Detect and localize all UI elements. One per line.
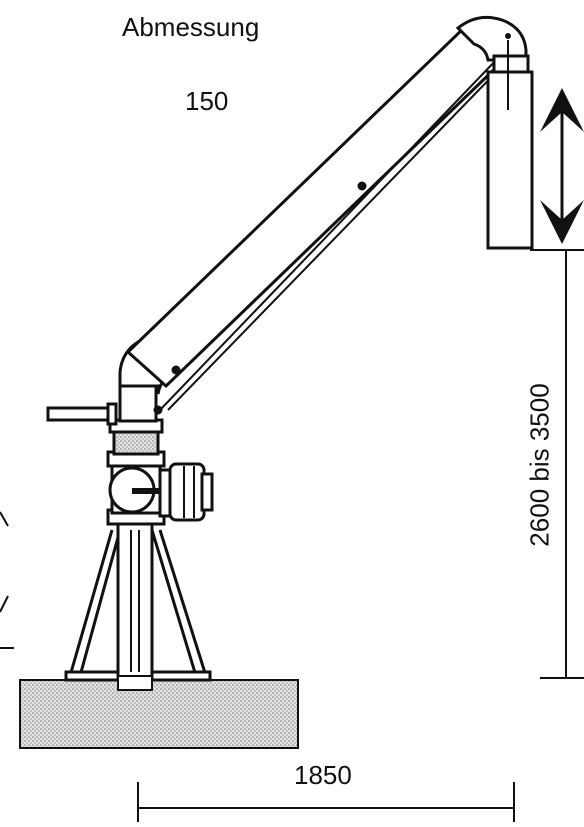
tripod-stand [64, 518, 212, 691]
reach-dimension-line [137, 782, 515, 822]
height-dimension-label: 2600 bis 3500 [524, 383, 555, 547]
size-value: 150 [185, 86, 229, 116]
gear-motor [108, 462, 214, 522]
drop-pipe [486, 40, 534, 250]
left-edge-arrow [0, 511, 14, 649]
height-dimension-line [530, 249, 584, 679]
boom-arm [125, 21, 509, 415]
reach-dimension-label: 1850 [294, 760, 352, 790]
dimension-title: Abmessung [122, 12, 260, 42]
foundation-pad [19, 679, 299, 749]
vertical-movement-arrows [540, 88, 584, 244]
swivel-column [46, 383, 166, 526]
